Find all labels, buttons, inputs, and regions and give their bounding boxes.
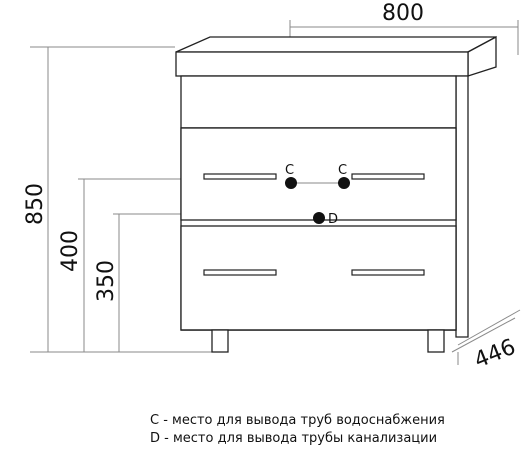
height-c-label: 400	[58, 230, 83, 272]
point-c-left	[285, 177, 297, 189]
width-label: 800	[382, 1, 424, 26]
countertop-top-face	[175, 36, 497, 53]
height-label: 850	[23, 183, 48, 225]
countertop-front	[175, 51, 469, 77]
pipe-points: C C D	[285, 163, 350, 227]
point-c-right	[338, 177, 350, 189]
legend-d-text: D - место для вывода трубы канализации	[150, 431, 438, 446]
handle	[203, 173, 277, 180]
left-leg	[211, 329, 229, 353]
cabinet	[175, 35, 497, 353]
cabinet-side-face	[455, 75, 469, 338]
drawer-handles	[203, 173, 425, 276]
lower-drawer	[180, 225, 457, 331]
point-d	[313, 212, 325, 224]
right-leg	[427, 329, 445, 353]
handle	[203, 269, 277, 276]
point-d-label: D	[328, 212, 338, 227]
handle	[351, 269, 425, 276]
depth-label: 446	[471, 335, 519, 374]
dimension-labels: 800 850 400 350 446	[23, 1, 519, 374]
point-c-right-label: C	[338, 163, 347, 178]
legend: С - место для вывода труб водоснабжения …	[150, 412, 445, 448]
height-d-label: 350	[94, 260, 119, 302]
legend-c-text: С - место для вывода труб водоснабжения	[150, 413, 445, 428]
point-c-left-label: C	[285, 163, 294, 178]
handle	[351, 173, 425, 180]
